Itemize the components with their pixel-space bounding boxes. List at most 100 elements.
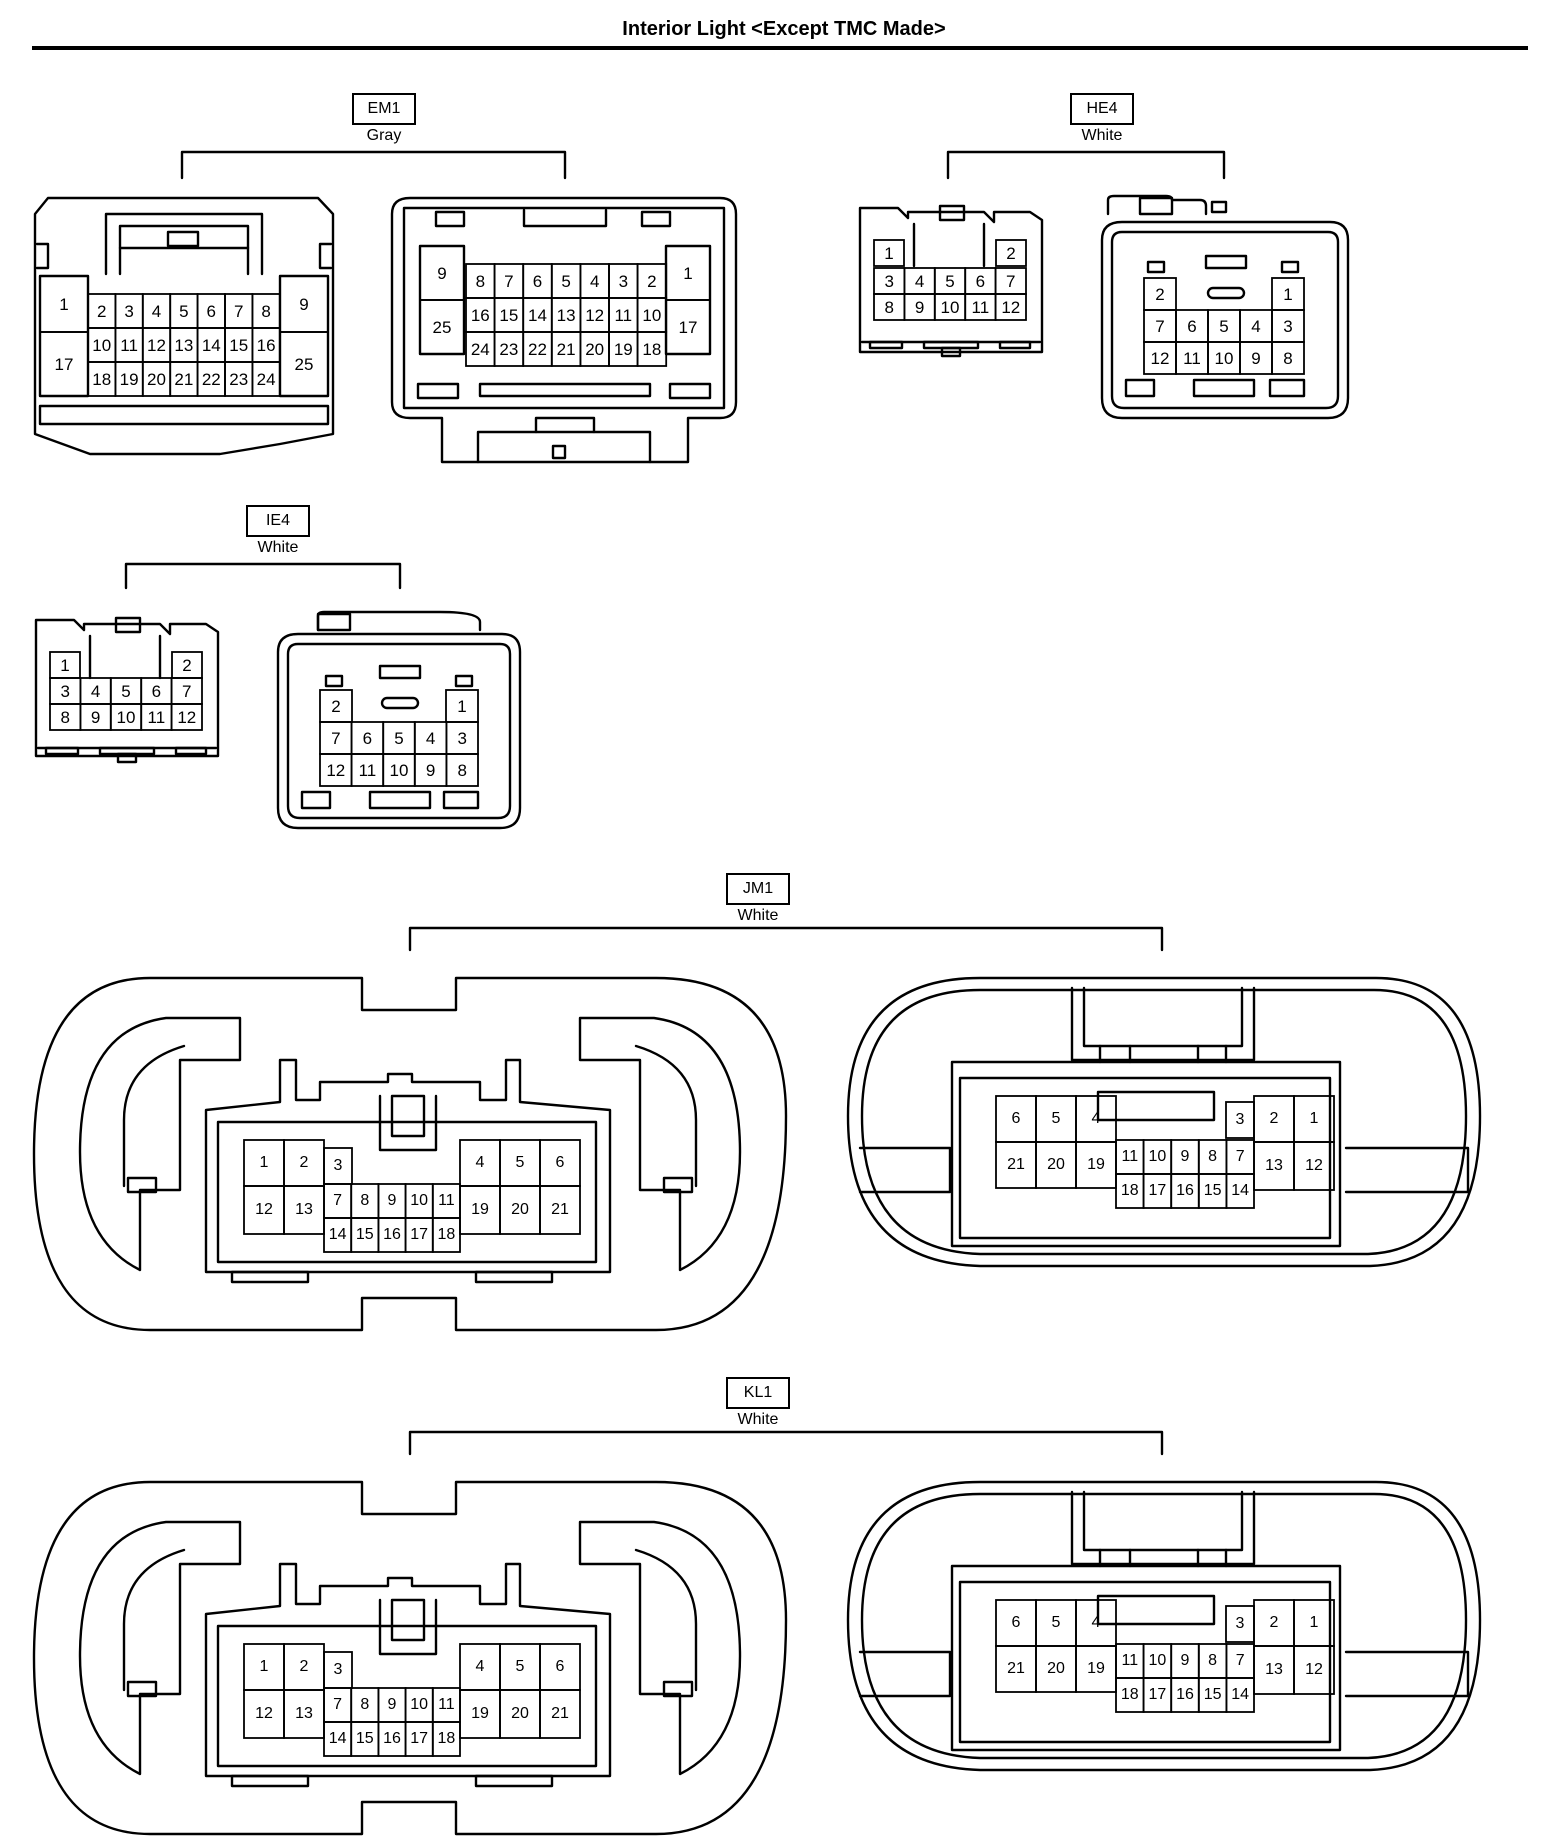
kl1-female-pin-cell [404,1721,434,1757]
jm1-code-box [726,873,790,905]
ie4-female-pin-cell [109,703,143,731]
he4-female-pin-cell [933,267,967,295]
kl1-female-pin-cell [323,1651,353,1689]
kl1-male-pin-cell [995,1645,1037,1693]
kl1-male-pin-cell [1115,1677,1145,1713]
he4-male-pin-cell [1271,309,1305,343]
em1-female-pin-cell [279,331,329,397]
jm1-female-pin-cell [350,1183,380,1219]
jm1-male-pin-cell [1142,1139,1173,1175]
jm1-male-connector [846,976,1482,1268]
ie4-female-pin-cell [170,677,203,705]
he4-female-pin-cell [903,267,936,295]
he4-female-pin-cell [873,293,906,321]
kl1-female-pin-cell [350,1687,380,1723]
jm1-male-pin-cell [1293,1095,1335,1143]
he4-female-pin-cell [903,293,936,321]
he4-bracket [946,150,1226,180]
kl1-female-pin-cell [431,1721,461,1757]
kl1-female-pin-cell [539,1643,581,1691]
em1-bracket [180,150,567,180]
he4-male-pin-cell [1239,341,1273,375]
jm1-female-pin-cell [283,1139,325,1187]
jm1-female-pin-cell [404,1217,434,1253]
kl1-bracket [408,1430,1164,1456]
jm1-female-pin-cell [323,1217,353,1253]
he4-male-pin-cell [1175,341,1209,375]
he4-male-pin-cell [1271,341,1305,375]
kl1-female-pin-cell [243,1689,285,1739]
em1-male-pin-cell [636,263,668,299]
he4-male-connector [1100,194,1350,420]
em1-female-pin-cell [224,327,254,363]
em1-male-pin-cell [493,297,525,333]
jm1-male-pin-cell [1170,1173,1200,1209]
he4-female-pin-cell [964,267,997,295]
em1-female-pin-cell [114,327,144,363]
kl1-male-pin-cell [1225,1605,1255,1643]
he4-male-pin-cell [1143,309,1177,343]
jm1-male-pin-cell [1142,1173,1173,1209]
he4-female-pin-cell [995,239,1027,267]
jm1-male-pin-cell [1225,1101,1255,1139]
kl1-female-pin-cell [499,1643,541,1691]
kl1-male-pin-cell [1225,1677,1255,1713]
jm1-male-pin-cell [1225,1173,1255,1209]
kl1-male-pin-cell [995,1599,1037,1647]
kl1-male-pin-cell [1115,1643,1145,1679]
ie4-female-pin-cell [140,677,173,705]
em1-male-pin-cell [465,263,496,299]
kl1-male-pin-cell [1142,1643,1173,1679]
jm1-female-pin-cell [459,1139,501,1187]
kl1-female-pin-cell [459,1643,501,1691]
em1-female-pin-cell [169,361,199,397]
em1-female-pin-cell [114,293,144,329]
kl1-male-pin-cell [1253,1599,1295,1647]
ie4-male-pin-cell [382,721,416,755]
ie4-female-pin-cell [79,703,112,731]
jm1-female-pin-cell [404,1183,434,1219]
ie4-female-pin-cell [109,677,143,705]
he4-male-pin-cell [1175,309,1209,343]
jm1-female-pin-cell [431,1183,461,1219]
em1-male-connector [390,196,738,464]
ie4-female-connector [34,616,220,764]
ie4-female-pin-cell [140,703,173,731]
he4-code-box [1070,93,1134,125]
em1-female-pin-cell [87,293,117,329]
kl1-female-connector [32,1480,788,1836]
em1-male-pin-cell [550,297,582,333]
em1-female-pin-cell [87,327,117,363]
ie4-male-pin-cell [382,753,416,787]
jm1-male-pin-cell [1197,1139,1228,1175]
jm1-female-pin-cell [377,1217,407,1253]
ie4-male-pin-cell [350,721,385,755]
kl1-male-pin-cell [1197,1643,1228,1679]
ie4-male-pin-cell [319,721,353,755]
ie4-code-box [246,505,310,537]
kl1-female-pin-cell [377,1721,407,1757]
kl1-male-pin-cell [1197,1677,1228,1713]
ie4-male-pin-cell [413,721,448,755]
kl1-female-pin-cell [283,1643,325,1691]
jm1-male-pin-cell [1253,1141,1295,1191]
em1-female-pin-cell [141,361,172,397]
jm1-female-pin-cell [459,1185,501,1235]
em1-female-pin-cell [169,327,199,363]
em1-male-pin-cell [465,297,496,333]
kl1-female-pin-cell [350,1721,380,1757]
em1-male-pin-cell [522,297,553,333]
he4-male-pin-cell [1143,277,1177,311]
jm1-female-pin-cell [243,1185,285,1235]
kl1-female-pin-cell [377,1687,407,1723]
em1-female-pin-cell [196,327,226,363]
jm1-female-pin-cell [431,1217,461,1253]
kl1-male-connector [846,1480,1482,1772]
kl1-code-box [726,1377,790,1409]
kl1-male-pin-cell [1170,1677,1200,1713]
he4-female-pin-cell [964,293,997,321]
em1-male-pin-cell [579,297,610,333]
em1-male-pin-cell [493,263,525,299]
ie4-male-pin-cell [413,753,448,787]
kl1-male-pin-cell [1142,1677,1173,1713]
